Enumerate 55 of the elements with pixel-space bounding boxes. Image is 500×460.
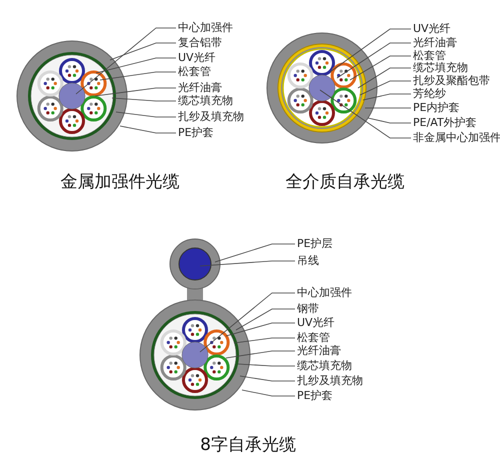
leader-line <box>234 338 296 344</box>
callout-label: 缆芯填充物 <box>413 61 468 74</box>
leader-line <box>360 80 412 96</box>
callout-label: PE护套 <box>178 126 214 139</box>
callout-label: 复合铝带 <box>178 36 222 49</box>
callout-label: 松套管 <box>413 49 446 62</box>
leader-line <box>320 90 412 138</box>
leader-line <box>100 72 176 80</box>
leader-line <box>330 28 412 72</box>
callout-label: 芳纶纱 <box>413 87 446 100</box>
leader-line <box>94 88 176 96</box>
cable-caption: 全介质自承光缆 <box>286 172 404 192</box>
callout-label: 扎纱及聚酯包带 <box>413 74 490 87</box>
callout-label: UV光纤 <box>413 22 451 35</box>
leader-line <box>240 376 296 382</box>
leader-line <box>120 126 176 134</box>
leader-line <box>226 350 296 358</box>
callout-label: 光纤油膏 <box>413 36 457 49</box>
leader-line <box>214 244 296 262</box>
callout-label: UV光纤 <box>297 316 335 329</box>
callout-label: 扎纱及填充物 <box>178 110 244 123</box>
callout-label: 缆芯填充物 <box>178 94 233 107</box>
callout-label: 扎纱及填充物 <box>297 374 363 387</box>
cable-caption: 8字自承光缆 <box>200 435 296 455</box>
callout-label: 松套管 <box>178 65 211 78</box>
leader-line <box>112 98 176 102</box>
callout-label: PE/AT外护套 <box>413 116 477 129</box>
callout-label: PE护层 <box>297 237 333 250</box>
leader-line <box>350 56 412 80</box>
callout-label: 中心加强件 <box>297 286 352 299</box>
leader-line <box>200 292 296 352</box>
leader-line <box>358 68 412 88</box>
leader-line <box>116 112 176 118</box>
leader-line <box>96 58 176 74</box>
leader-line <box>110 42 176 60</box>
leader-line <box>238 364 296 366</box>
leader-line <box>362 94 412 100</box>
callout-label: 中心加强件 <box>178 21 233 34</box>
callout-label: 缆芯填充物 <box>297 359 352 372</box>
cable-caption: 金属加强件光缆 <box>60 172 180 192</box>
leader-line <box>236 308 296 330</box>
callout-label: PE内护套 <box>413 101 460 114</box>
callout-label: 钢带 <box>297 302 319 315</box>
leader-line <box>76 28 176 94</box>
leader-line <box>336 42 412 78</box>
callout-label: UV光纤 <box>178 51 216 64</box>
callout-label: 吊线 <box>297 254 319 267</box>
leader-line <box>242 390 296 396</box>
callout-label: 松套管 <box>297 331 330 344</box>
callout-label: 光纤油膏 <box>297 344 341 357</box>
leader-line <box>226 322 296 336</box>
leader-line <box>200 260 296 266</box>
callout-label: 光纤油膏 <box>178 81 222 94</box>
leader-line <box>368 118 412 124</box>
callout-label: PE护套 <box>297 389 333 402</box>
